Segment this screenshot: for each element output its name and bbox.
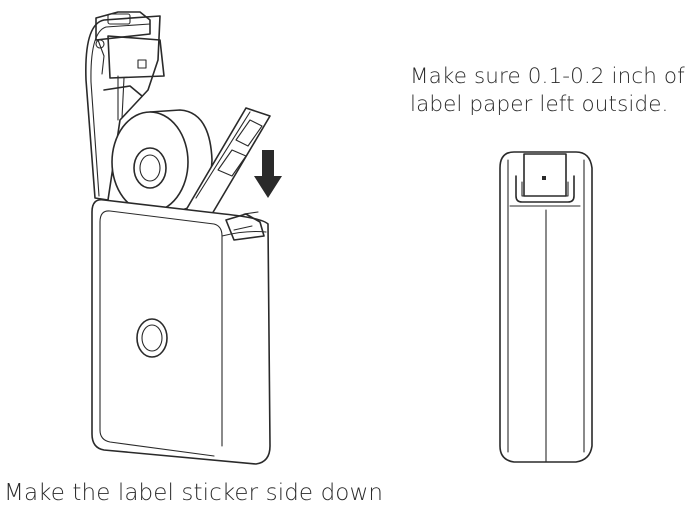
instruction-caption: Make the label sticker side down [4,480,384,506]
exposed-label-paper [523,153,567,197]
printer-lid [85,11,165,201]
instruction-text-line-1: Make sure 0.1-0.2 inch of [410,64,685,89]
instruction-text-line-2: label paper left outside. [410,92,669,117]
printer-body [91,198,271,465]
paper-roll [111,109,213,213]
down-arrow-icon [254,150,282,198]
label-strip [185,107,271,215]
power-button-icon [136,318,168,358]
open-printer-illustration [85,11,282,465]
closed-printer-illustration [499,151,593,463]
